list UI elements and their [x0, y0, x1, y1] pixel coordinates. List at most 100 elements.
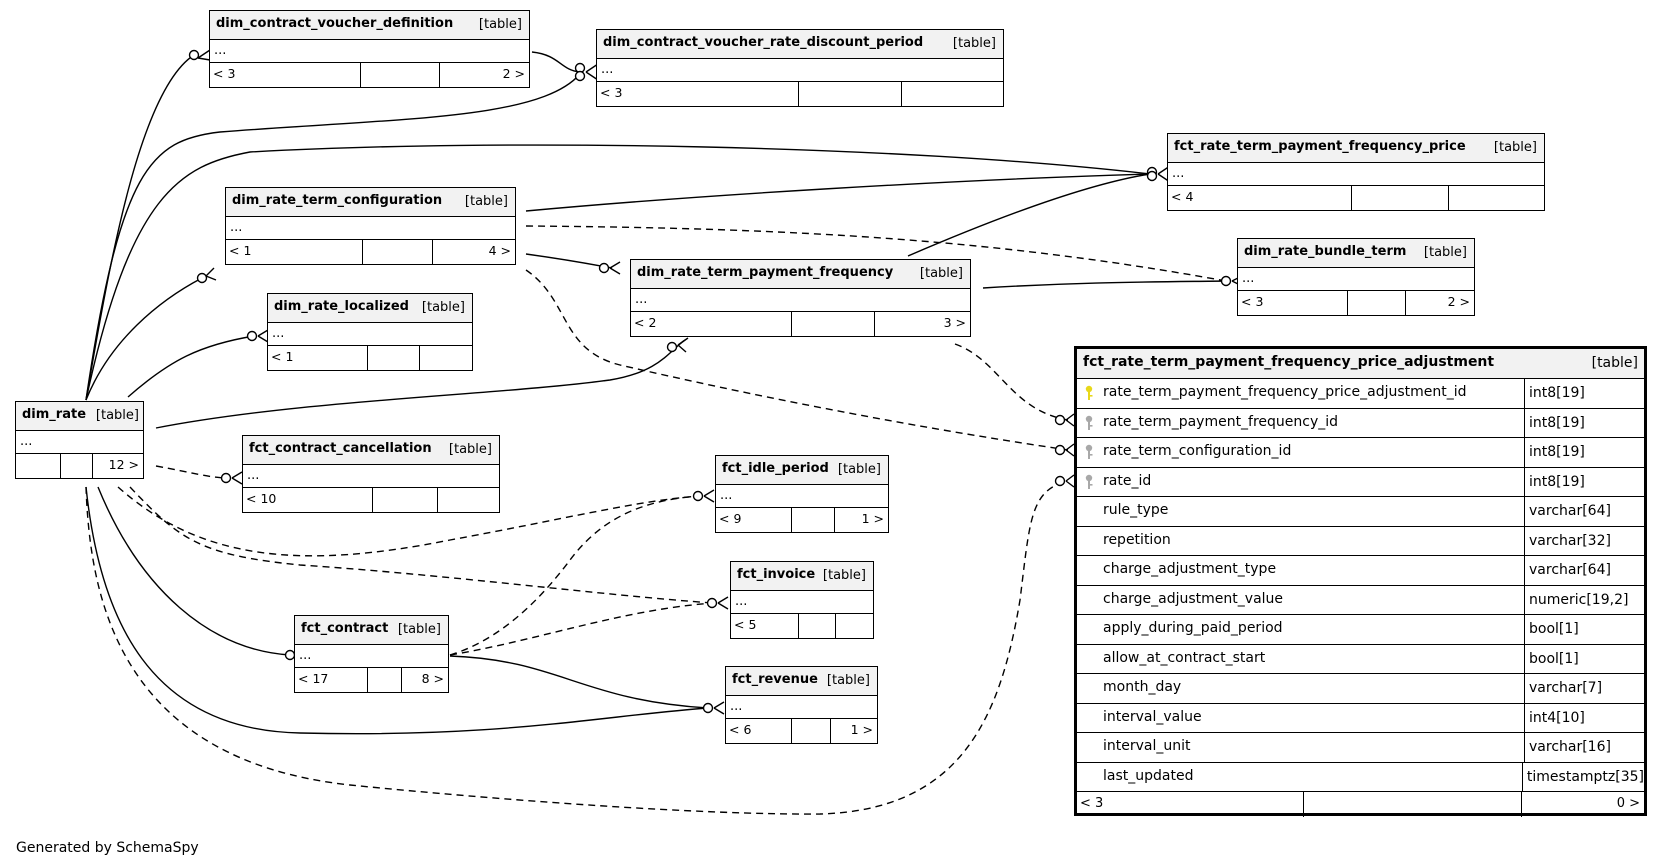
children-count[interactable]	[836, 614, 873, 638]
children-count[interactable]: 8 >	[421, 671, 444, 686]
children-count[interactable]	[902, 82, 1003, 106]
children-count[interactable]: 3 >	[943, 315, 966, 330]
table-fct-contract-cancellation[interactable]: fct_contract_cancellation[table] ... < 1…	[242, 435, 500, 513]
table-fct-invoice[interactable]: fct_invoice[table] ... < 5	[730, 561, 874, 639]
parents-count[interactable]: < 10	[243, 488, 373, 512]
footer-blank	[799, 82, 902, 106]
table-dim-contract-voucher-definition[interactable]: dim_contract_voucher_definition[table] .…	[209, 10, 530, 88]
table-name: fct_revenue	[732, 672, 818, 687]
parents-count[interactable]	[16, 454, 61, 478]
edge-dim-rate-to-configuration	[85, 277, 203, 401]
parents-count[interactable]: < 5	[731, 614, 799, 638]
parents-count[interactable]: < 1	[268, 346, 368, 370]
children-count[interactable]: 12 >	[108, 457, 139, 472]
table-dim-rate-localized[interactable]: dim_rate_localized[table] ... < 1	[267, 293, 473, 371]
column-name-cell: rate_term_configuration_id	[1077, 438, 1525, 467]
footer-blank	[361, 63, 440, 87]
column-name: rate_id	[1103, 472, 1152, 489]
parents-count[interactable]: < 9	[716, 508, 792, 532]
parents-count[interactable]: < 6	[726, 719, 792, 743]
edge-dim-rate-to-adjustment	[85, 480, 1069, 815]
parents-count[interactable]: < 4	[1168, 186, 1352, 210]
edge-dim-rate-to-voucher-definition	[85, 54, 195, 401]
columns-collapsed: ...	[295, 645, 448, 668]
table-name: dim_rate_localized	[274, 299, 409, 314]
edge-dim-rate-to-payment-frequency	[155, 339, 686, 429]
column-name: repetition	[1103, 531, 1171, 548]
columns-collapsed: ...	[1168, 163, 1544, 186]
edge-dim-rate-to-invoice	[129, 486, 714, 604]
parents-count[interactable]: < 3	[210, 63, 361, 87]
table-fct-rate-term-payment-frequency-price[interactable]: fct_rate_term_payment_frequency_price[ta…	[1167, 133, 1545, 211]
edge-configuration-to-price	[525, 173, 1151, 212]
parents-count[interactable]: < 1	[226, 240, 363, 264]
generated-by-note: Generated by SchemaSpy	[16, 840, 199, 856]
edge-dim-rate-to-idle-period	[117, 486, 701, 557]
parents-count[interactable]: < 3	[1077, 792, 1304, 817]
edge-dim-rate-to-discount-period	[85, 73, 581, 401]
children-count[interactable]	[1449, 186, 1544, 210]
edge-configuration-to-payment-frequency	[525, 253, 613, 269]
edge-dim-rate-to-contract	[97, 486, 291, 656]
column-name-cell: rule_type	[1077, 497, 1525, 526]
column-type: varchar[7]	[1529, 680, 1603, 696]
column-row[interactable]: rate_term_payment_frequency_price_adjust…	[1077, 379, 1644, 409]
table-name: dim_rate	[22, 407, 87, 422]
table-kind: [table]	[397, 622, 441, 637]
edge-dim-rate-to-localized	[127, 335, 255, 398]
children-count[interactable]	[420, 346, 472, 370]
parents-count[interactable]: < 2	[631, 312, 792, 336]
column-type: varchar[32]	[1529, 532, 1611, 549]
parents-count[interactable]: < 3	[597, 82, 799, 106]
table-kind: [table]	[826, 673, 870, 688]
children-count[interactable]	[438, 488, 499, 512]
children-count[interactable]: 1 >	[861, 511, 884, 526]
column-name: month_day	[1103, 679, 1182, 695]
column-name: rule_type	[1103, 502, 1169, 518]
columns-collapsed: ...	[16, 431, 143, 454]
table-dim-rate[interactable]: dim_rate[table] ... 12 >	[15, 401, 144, 479]
column-name-cell: allow_at_contract_start	[1077, 644, 1525, 673]
column-name: last_updated	[1103, 767, 1194, 784]
table-fct-rate-term-payment-frequency-price-adjustment[interactable]: fct_rate_term_payment_frequency_price_ad…	[1074, 346, 1647, 817]
children-count[interactable]: 2 >	[502, 66, 525, 81]
table-dim-rate-term-payment-frequency[interactable]: dim_rate_term_payment_frequency[table] .…	[630, 259, 971, 337]
edge-contract-to-invoice	[449, 602, 714, 656]
children-count[interactable]: 0 >	[1616, 796, 1640, 811]
column-row[interactable]: month_day varchar[7]	[1077, 674, 1644, 704]
column-name-cell: interval_value	[1077, 703, 1525, 732]
children-count[interactable]: 1 >	[850, 722, 873, 737]
column-type: int8[19]	[1529, 385, 1585, 401]
table-dim-contract-voucher-rate-discount-period[interactable]: dim_contract_voucher_rate_discount_perio…	[596, 29, 1004, 107]
footer-blank	[368, 346, 420, 370]
column-row[interactable]: repetition varchar[32]	[1077, 526, 1644, 556]
column-name-cell: rate_term_payment_frequency_price_adjust…	[1077, 379, 1525, 408]
edge-voucher-definition-to-discount-period	[531, 51, 581, 73]
parents-count[interactable]: < 3	[1238, 291, 1348, 315]
parents-count[interactable]: < 17	[295, 668, 368, 692]
edge-contract-to-revenue	[449, 655, 709, 709]
table-dim-rate-term-configuration[interactable]: dim_rate_term_configuration[table] ... <…	[225, 187, 516, 265]
children-count[interactable]: 2 >	[1447, 294, 1470, 309]
column-type: int8[19]	[1529, 414, 1585, 431]
children-count[interactable]: 4 >	[488, 243, 511, 258]
edge-dim-rate-to-revenue	[85, 486, 709, 735]
columns-collapsed: ...	[226, 217, 515, 240]
edge-payment-frequency-to-bundle-term	[982, 280, 1227, 289]
